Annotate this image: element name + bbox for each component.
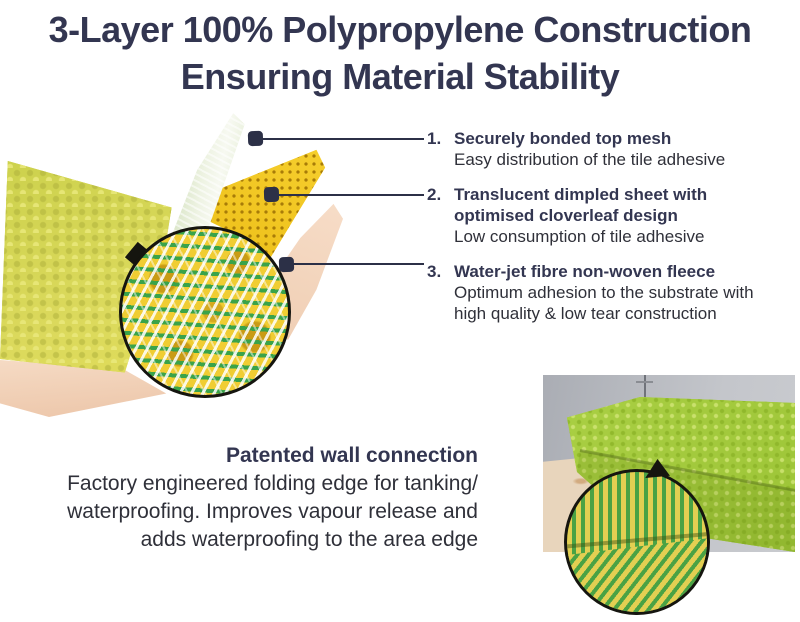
item-number: 3. — [427, 262, 442, 281]
wall-seam-tick — [636, 381, 653, 383]
leader-line-2 — [274, 194, 424, 196]
wall-connection-heading: Patented wall connection — [225, 444, 478, 467]
list-item: 2. Translucent dimpled sheet with optimi… — [427, 184, 797, 247]
item-heading: Securely bonded top mesh — [454, 129, 672, 148]
magnifier-circle-fold-detail — [564, 469, 710, 615]
leader-line-1 — [258, 138, 424, 140]
item-number: 2. — [427, 185, 442, 204]
item-description: Low consumption of tile adhesive — [454, 227, 705, 246]
callout-marker-2 — [263, 186, 280, 203]
wall-connection-text-block: Patented wall connection Factory enginee… — [0, 441, 478, 554]
item-description: Easy distribution of the tile adhesive — [454, 150, 726, 169]
list-item: 1. Securely bonded top mesh Easy distrib… — [427, 128, 797, 170]
layer-annotation-list: 1. Securely bonded top mesh Easy distrib… — [427, 128, 797, 338]
item-number: 1. — [427, 129, 442, 148]
leader-line-3 — [289, 263, 424, 265]
item-heading: Translucent dimpled sheet with optimised… — [454, 185, 708, 225]
page-title: 3-Layer 100% Polypropylene Construction … — [48, 9, 752, 97]
item-heading: Water-jet fibre non-woven fleece — [454, 262, 716, 281]
callout-marker-1 — [247, 130, 264, 147]
wall-connection-description: Factory engineered folding edge for tank… — [67, 472, 478, 551]
callout-marker-3 — [278, 256, 295, 273]
wall-seam-line — [644, 375, 646, 407]
magnifier-circle-mesh-detail — [119, 226, 291, 398]
list-item: 3. Water-jet fibre non-woven fleece Opti… — [427, 261, 797, 324]
item-description: Optimum adhesion to the substrate with h… — [454, 283, 754, 323]
